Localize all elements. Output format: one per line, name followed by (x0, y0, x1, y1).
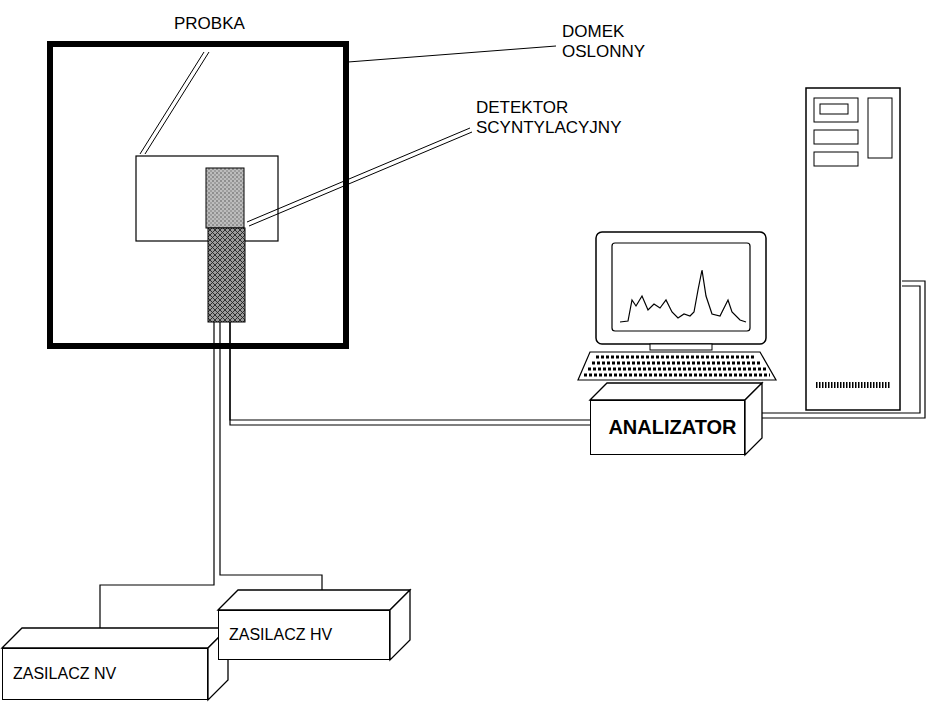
sample-box (136, 156, 278, 241)
box-top-face (590, 383, 762, 400)
box-faces (2, 383, 762, 700)
computer-monitor (596, 232, 766, 350)
box-side-face (390, 590, 410, 660)
part-label: PROBKA (172, 14, 247, 34)
device-box: ANALIZATOR (590, 400, 745, 455)
box-top-face (2, 628, 228, 648)
device-box: ZASILACZ HV (218, 610, 390, 660)
device-name: ZASILACZ HV (229, 626, 332, 644)
photomultiplier (208, 228, 245, 322)
keyboard (578, 352, 776, 380)
part-label: DOMEK OSLONNY (560, 22, 647, 61)
shield-house (50, 44, 346, 346)
computer-tower (806, 88, 900, 410)
cables (100, 281, 925, 636)
box-top-face (218, 590, 410, 610)
part-label: DETEKTOR SCYNTYLACYJNY (474, 98, 623, 137)
device-box: ZASILACZ NV (2, 648, 208, 700)
box-side-face (745, 383, 762, 455)
device-name: ZASILACZ NV (13, 665, 116, 683)
device-name: ANALIZATOR (608, 416, 736, 439)
scintillator-crystal (206, 168, 244, 228)
